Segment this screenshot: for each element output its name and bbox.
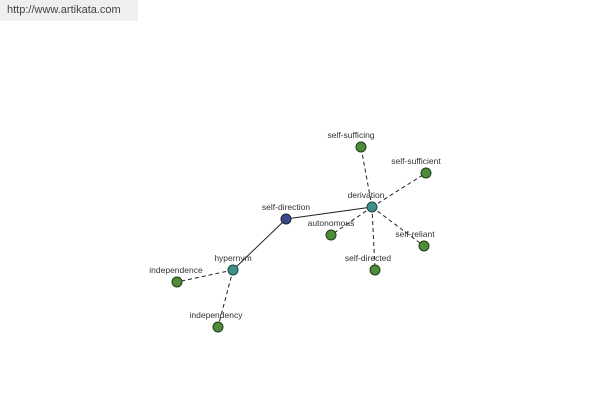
node-label-derivation: derivation bbox=[348, 190, 385, 200]
edges-layer bbox=[176, 146, 427, 328]
node-self-direction[interactable]: self-direction bbox=[262, 202, 310, 225]
node-dot-hypernym[interactable] bbox=[227, 264, 239, 276]
node-derivation[interactable]: derivation bbox=[348, 190, 385, 213]
edge-derivation-to-self-directed bbox=[371, 206, 376, 271]
node-self-sufficient[interactable]: self-sufficient bbox=[391, 156, 441, 179]
node-independency[interactable]: independency bbox=[190, 310, 244, 333]
node-dot-self-reliant[interactable] bbox=[418, 240, 430, 252]
node-autonomous[interactable]: autonomous bbox=[308, 218, 355, 241]
edge-derivation-to-self-sufficing bbox=[360, 146, 373, 208]
node-dot-self-direction[interactable] bbox=[280, 213, 292, 225]
node-label-self-sufficing: self-sufficing bbox=[327, 130, 374, 140]
nodes-layer: self-direction derivation hypernym self-suf… bbox=[149, 130, 441, 333]
node-label-self-sufficient: self-sufficient bbox=[391, 156, 441, 166]
node-dot-autonomous[interactable] bbox=[325, 229, 337, 241]
node-dot-self-sufficing[interactable] bbox=[355, 141, 367, 153]
node-independence[interactable]: independence bbox=[149, 265, 203, 288]
node-dot-self-sufficient[interactable] bbox=[420, 167, 432, 179]
edge-self-direction-to-derivation bbox=[285, 206, 373, 220]
node-label-hypernym: hypernym bbox=[214, 253, 251, 263]
node-label-self-directed: self-directed bbox=[345, 253, 392, 263]
node-label-self-direction: self-direction bbox=[262, 202, 310, 212]
node-self-directed[interactable]: self-directed bbox=[345, 253, 392, 276]
source-url-link[interactable]: http://www.artikata.com bbox=[0, 0, 138, 21]
node-hypernym[interactable]: hypernym bbox=[214, 253, 252, 276]
edge-self-direction-to-hypernym bbox=[232, 218, 287, 271]
edge-derivation-to-autonomous bbox=[330, 206, 373, 236]
node-dot-independency[interactable] bbox=[212, 321, 224, 333]
node-label-autonomous: autonomous bbox=[308, 218, 355, 228]
edge-derivation-to-self-reliant bbox=[371, 206, 425, 247]
node-label-independency: independency bbox=[190, 310, 244, 320]
edge-derivation-to-self-sufficient bbox=[371, 172, 427, 208]
node-label-self-reliant: self-reliant bbox=[395, 229, 435, 239]
node-dot-derivation[interactable] bbox=[366, 201, 378, 213]
node-label-independence: independence bbox=[149, 265, 203, 275]
node-self-sufficing[interactable]: self-sufficing bbox=[327, 130, 375, 153]
node-dot-self-directed[interactable] bbox=[369, 264, 381, 276]
node-dot-independence[interactable] bbox=[171, 276, 183, 288]
edge-hypernym-to-independence bbox=[176, 269, 234, 283]
node-self-reliant[interactable]: self-reliant bbox=[395, 229, 435, 252]
edge-hypernym-to-independency bbox=[217, 269, 234, 328]
